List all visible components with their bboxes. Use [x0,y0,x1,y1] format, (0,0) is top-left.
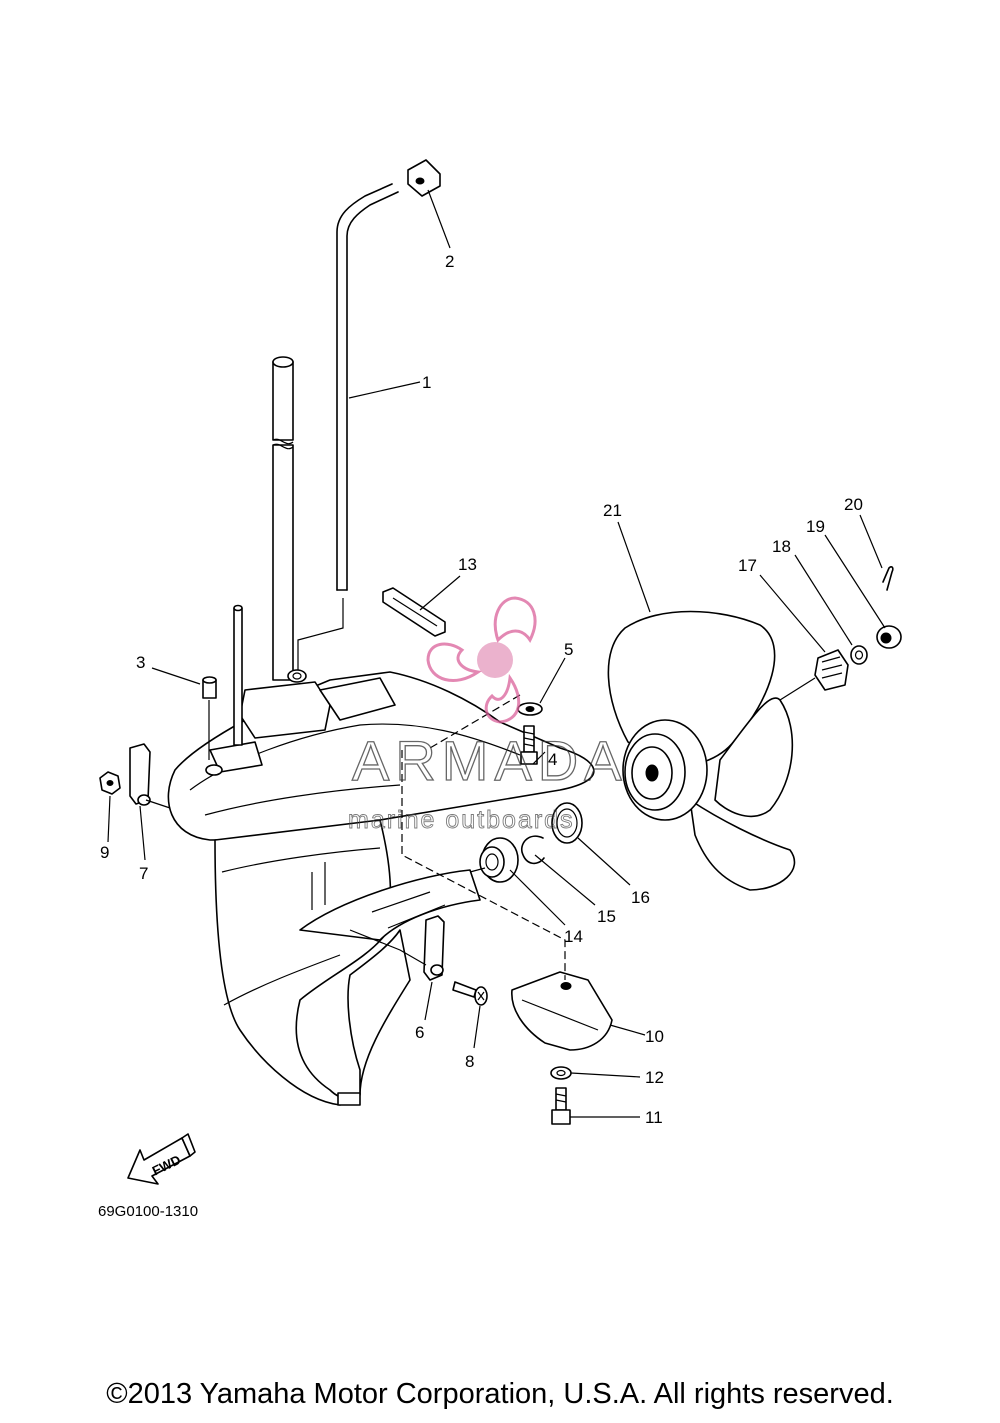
water-tube-part [287,183,399,683]
propeller-part [607,610,796,891]
screw-part [452,981,488,1006]
leader-lines [107,189,886,1118]
spacer-part [779,649,849,701]
drive-shaft [233,356,294,746]
callout-15: 15 [597,907,616,926]
o-ring-part [551,802,583,844]
copyright-notice: ©2013 Yamaha Motor Corporation, U.S.A. A… [106,1378,894,1410]
callout-10: 10 [645,1027,664,1046]
callout-3: 3 [136,653,145,672]
trim-tab-part [511,971,613,1051]
callout-20: 20 [844,495,863,514]
grommet-part [407,159,441,197]
propeller-nut-part [876,625,902,649]
callout-11: 11 [645,1108,663,1127]
callout-6: 6 [415,1023,424,1042]
callout-12: 12 [645,1068,664,1087]
callout-numbers: 1 2 3 4 5 6 7 8 9 10 11 12 13 14 15 16 1… [100,252,863,1127]
propeller-washer-part [850,645,868,665]
callout-18: 18 [772,537,791,556]
anode-part [129,743,171,809]
callout-13: 13 [458,555,477,574]
callout-19: 19 [806,517,825,536]
watermark-tagline: marine outboards [348,806,575,834]
callout-16: 16 [631,888,650,907]
nut-part [99,771,121,795]
watermark-logo [426,596,537,724]
circlip-part [520,835,545,865]
callout-9: 9 [100,843,109,862]
watermark-brand: ARMADA [352,729,628,792]
cotter-pin-part [882,566,894,591]
callout-2: 2 [445,252,454,271]
callout-17: 17 [738,556,757,575]
callout-7: 7 [139,864,148,883]
callout-14: 14 [564,927,583,946]
rubber-seal-part [382,587,446,637]
diagram-code: 69G0100-1310 [98,1203,198,1220]
washer-part [550,1066,572,1080]
callout-8: 8 [465,1052,474,1071]
callout-1: 1 [422,373,431,392]
callout-5: 5 [564,640,573,659]
watermark: ARMADA marine outboards [348,596,628,834]
bolt-part [551,1087,571,1125]
callout-4: 4 [548,750,557,769]
dowel-pin-part [202,676,223,776]
anode-lower-part [349,915,445,981]
callout-21: 21 [603,501,622,520]
fwd-direction-arrow: FWD [127,1133,196,1185]
oil-seal-housing-part [469,837,519,883]
trim-tab-bolt-part [517,702,543,765]
